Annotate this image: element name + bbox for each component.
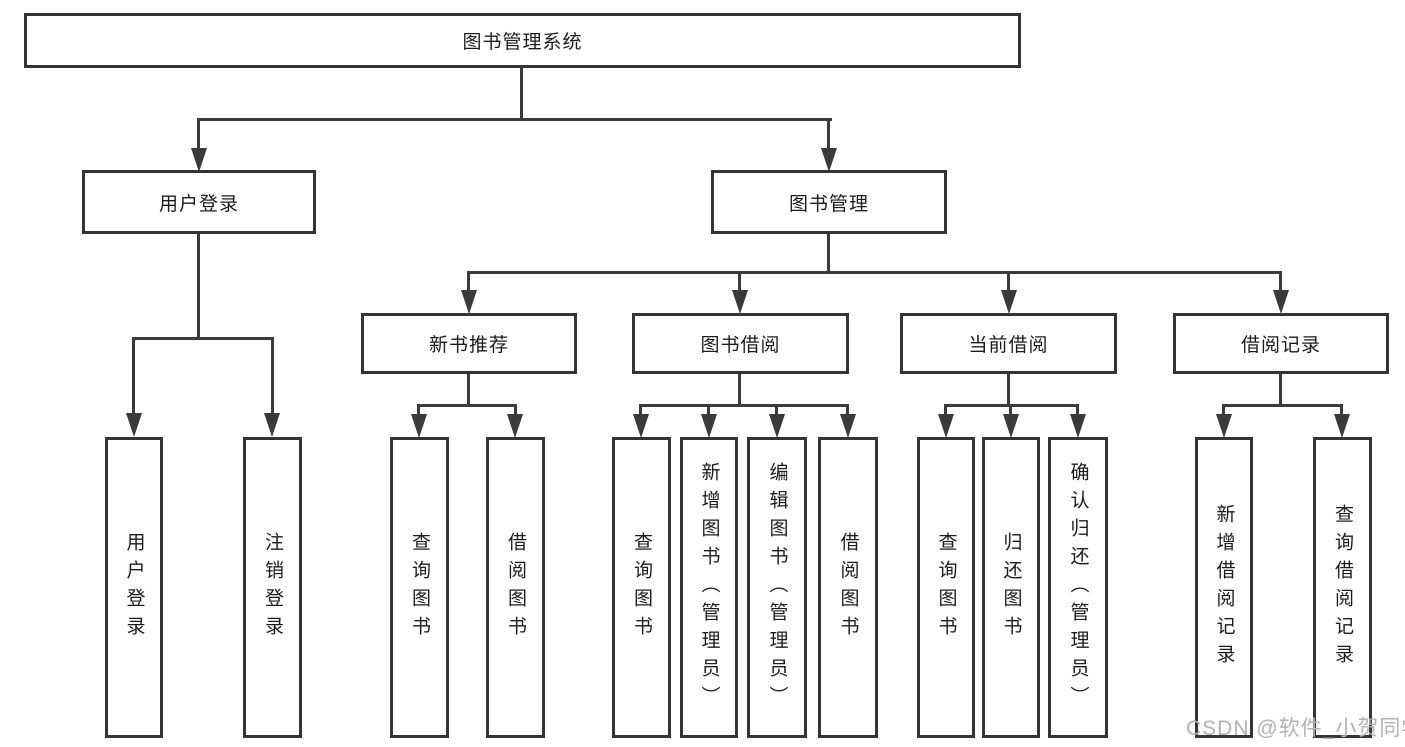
leaf-confirm-return-admin: 确认归还（管理员）	[1048, 437, 1108, 738]
connector-line	[1222, 404, 1343, 407]
connector-arrow-down-icon	[1001, 290, 1017, 314]
connector-line	[514, 404, 517, 416]
connector-line	[827, 118, 830, 150]
connector-line	[197, 234, 200, 337]
connector-line	[1007, 271, 1010, 291]
leaf-borrow-books: 借阅图书	[818, 437, 878, 738]
node-borrow-records: 借阅记录	[1173, 313, 1389, 374]
connector-line	[846, 404, 849, 416]
node-root-library-system: 图书管理系统	[24, 13, 1021, 68]
node-current-borrow: 当前借阅	[900, 313, 1117, 374]
connector-arrow-down-icon	[191, 148, 207, 172]
connector-arrow-down-icon	[507, 414, 523, 438]
connector-line	[1007, 374, 1010, 406]
node-book-borrow: 图书借阅	[632, 313, 849, 374]
connector-line	[1279, 271, 1282, 291]
connector-line	[132, 337, 274, 340]
connector-line	[467, 271, 470, 291]
connector-arrow-down-icon	[732, 290, 748, 314]
connector-line	[271, 337, 274, 415]
connector-arrow-down-icon	[411, 414, 427, 438]
leaf-query-borrow-record: 查询借阅记录	[1313, 437, 1372, 738]
connector-line	[1222, 404, 1225, 416]
connector-arrow-down-icon	[1334, 414, 1350, 438]
connector-line	[198, 118, 832, 121]
connector-arrow-down-icon	[1003, 414, 1019, 438]
node-book-management: 图书管理	[711, 170, 947, 234]
connector-line	[1340, 404, 1343, 416]
leaf-query-books-borrow: 查询图书	[612, 437, 671, 738]
connector-line	[639, 404, 642, 416]
connector-arrow-down-icon	[126, 413, 142, 437]
connector-arrow-down-icon	[1070, 414, 1086, 438]
connector-line	[417, 404, 420, 416]
connector-arrow-down-icon	[840, 414, 856, 438]
connector-line	[132, 337, 135, 415]
connector-line	[944, 404, 947, 416]
leaf-return-books: 归还图书	[982, 437, 1040, 738]
node-user-login: 用户登录	[82, 170, 316, 234]
leaf-query-books-current: 查询图书	[917, 437, 975, 738]
connector-arrow-down-icon	[633, 414, 649, 438]
leaf-add-borrow-record: 新增借阅记录	[1195, 437, 1253, 738]
connector-line	[467, 374, 470, 406]
connector-line	[775, 404, 778, 416]
connector-line	[738, 271, 741, 291]
connector-arrow-down-icon	[938, 414, 954, 438]
leaf-query-books-recommend: 查询图书	[390, 437, 449, 738]
connector-line	[520, 68, 523, 118]
leaf-borrow-books-recommend: 借阅图书	[486, 437, 545, 738]
connector-arrow-down-icon	[461, 290, 477, 314]
connector-line	[827, 234, 830, 274]
connector-line	[467, 271, 1282, 274]
connector-arrow-down-icon	[701, 414, 717, 438]
connector-arrow-down-icon	[1216, 414, 1232, 438]
connector-line	[197, 118, 200, 150]
csdn-watermark: CSDN @软件_小贺同学	[1186, 717, 1405, 740]
leaf-user-login: 用户登录	[105, 437, 163, 738]
connector-line	[1009, 404, 1012, 416]
connector-arrow-down-icon	[821, 148, 837, 172]
connector-arrow-down-icon	[769, 414, 785, 438]
connector-arrow-down-icon	[264, 413, 280, 437]
connector-line	[1279, 374, 1282, 406]
connector-arrow-down-icon	[1273, 290, 1289, 314]
connector-line	[707, 404, 710, 416]
connector-line	[639, 404, 849, 407]
connector-line	[738, 374, 741, 406]
leaf-edit-books-admin: 编辑图书（管理员）	[747, 437, 807, 738]
node-new-book-recommend: 新书推荐	[361, 313, 577, 374]
connector-line	[417, 404, 517, 407]
connector-line	[1076, 404, 1079, 416]
leaf-add-books-admin: 新增图书（管理员）	[680, 437, 738, 738]
leaf-logout: 注销登录	[243, 437, 302, 738]
